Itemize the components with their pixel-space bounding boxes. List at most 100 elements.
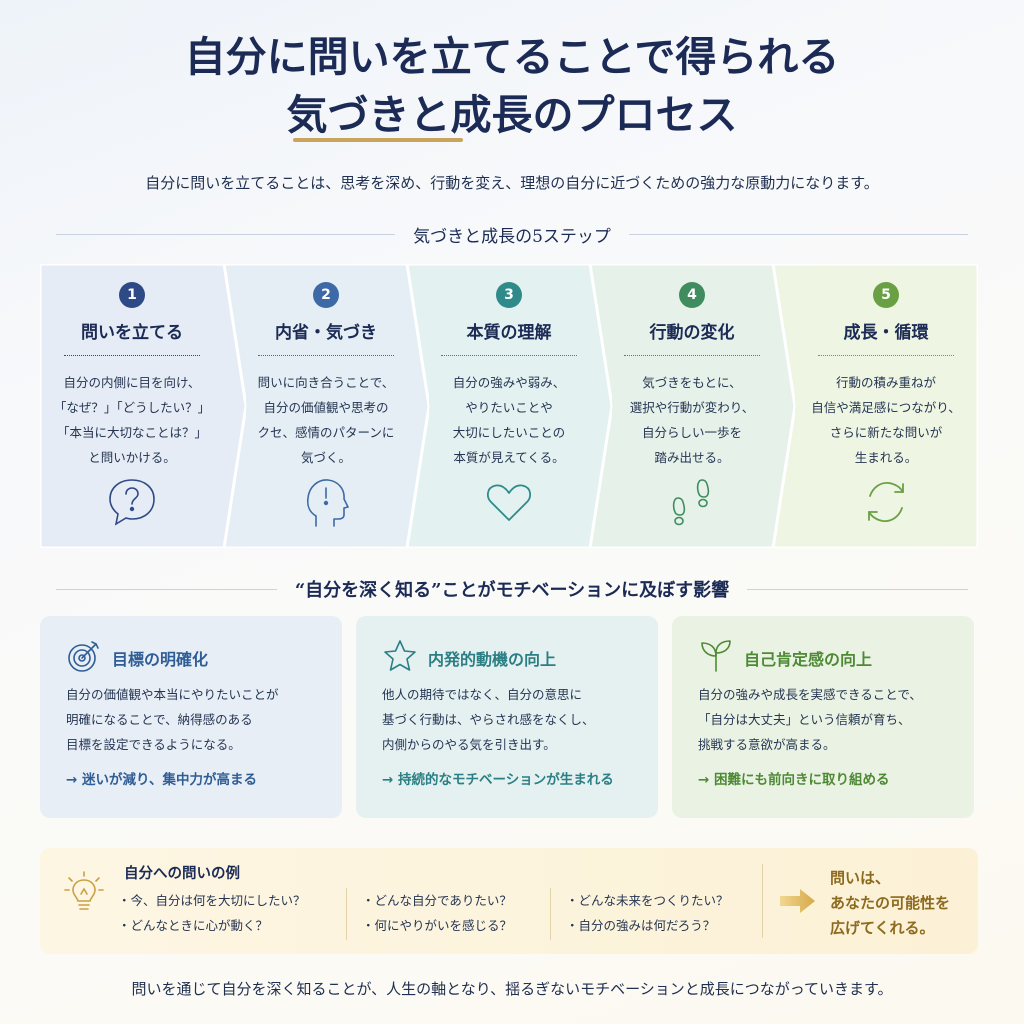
subtitle: 自分に問いを立てることは、思考を深め、行動を変え、理想の自分に近づくための強力な… xyxy=(145,174,879,192)
step-description-line: 自分の価値観や思考の xyxy=(263,400,389,415)
step-description: 自分の強みや弱み、やりたいことや大切にしたいことの本質が見えてくる。 xyxy=(428,370,590,470)
step-title: 成長・循環 xyxy=(843,323,929,343)
impact-card-title: 目標の明確化 xyxy=(112,650,209,669)
step-description-line: 「本当に大切なことは？」 xyxy=(56,425,207,440)
impact-description-line: 他人の期待ではなく、自分の意思に xyxy=(382,687,583,702)
steps-flow: 1 問いを立てる 自分の内側に目を向け、「なぜ？」「どうしたい？」「本当に大切な… xyxy=(40,264,978,548)
step-description: 気づきをもとに、選択や行動が変わり、自分らしい一歩を踏み出せる。 xyxy=(611,370,773,470)
examples-conclusion: 問いは、 あなたの可能性を 広げてくれる。 xyxy=(830,866,950,941)
step-description-line: 気づく。 xyxy=(300,450,351,465)
question-item: ・どんなときに心が動く？ xyxy=(118,918,269,933)
title-highlight: 気づき xyxy=(286,86,463,144)
impact-description-line: 明確になることで、納得感のある xyxy=(66,712,253,727)
impact-description-line: 「自分は大丈夫」という信頼が育ち、 xyxy=(698,712,911,727)
step-description-line: さらに新たな問いが xyxy=(829,425,943,440)
impact-description-line: 基づく行動は、やらされ感をなくし、 xyxy=(382,712,595,727)
steps-heading-text: 気づきと成長の5ステップ xyxy=(413,227,611,247)
question-item: ・どんな自分でありたい？ xyxy=(362,893,512,908)
step-title: 本質の理解 xyxy=(466,323,552,343)
impact-card-result: → 困難にも前向きに取り組める xyxy=(698,772,890,788)
step-4: 4 行動の変化 気づきをもとに、選択や行動が変わり、自分らしい一歩を踏み出せる。 xyxy=(589,264,795,548)
step-number-badge: 5 xyxy=(873,282,899,308)
step-chevron-shape xyxy=(40,264,246,548)
target-icon xyxy=(66,638,102,678)
step-divider xyxy=(64,355,200,356)
divider xyxy=(762,864,763,938)
steps-section-heading: 気づきと成長の5ステップ xyxy=(56,222,969,247)
lightbulb-icon xyxy=(64,870,104,920)
impact-card-2: 内発的動機の向上 他人の期待ではなく、自分の意思に基づく行動は、やらされ感をなく… xyxy=(356,616,658,818)
step-description-line: 本質が見えてくる。 xyxy=(453,450,565,465)
step-2: 2 内省・気づき 問いに向き合うことで、自分の価値観や思考のクセ、感情のパターン… xyxy=(223,264,429,548)
step-description-line: 行動の積み重ねが xyxy=(835,375,936,390)
impact-card-title: 内発的動機の向上 xyxy=(428,650,557,669)
step-description-line: 大切にしたいことの xyxy=(452,425,566,440)
right-arrow-icon xyxy=(780,888,816,918)
step-description-line: 自分の内側に目を向け、 xyxy=(63,375,201,390)
step-description-line: 気づきをもとに、 xyxy=(642,375,742,390)
heart-icon xyxy=(428,474,590,530)
impact-description-line: 挑戦する意欲が高まる。 xyxy=(698,737,836,752)
divider xyxy=(56,234,396,235)
step-description-line: と問いかける。 xyxy=(88,450,176,465)
title-line-1: 自分に問いを立てることで得られる xyxy=(184,33,840,81)
step-description: 自分の内側に目を向け、「なぜ？」「どうしたい？」「本当に大切なことは？」と問いか… xyxy=(40,370,224,470)
impact-description-line: 自分の強みや成長を実感できることで、 xyxy=(698,687,922,702)
step-description-line: やりたいことや xyxy=(465,400,553,415)
impact-description-line: 内側からのやる気を引き出す。 xyxy=(382,737,556,752)
footprints-icon xyxy=(611,474,773,530)
step-number-badge: 4 xyxy=(679,282,705,308)
step-title: 行動の変化 xyxy=(649,323,735,343)
conclusion-line: 広げてくれる。 xyxy=(830,919,935,937)
impact-card-3: 自己肯定感の向上 自分の強みや成長を実感できることで、「自分は大丈夫」という信頼… xyxy=(672,616,974,818)
impact-card-1: 目標の明確化 自分の価値観や本当にやりたいことが明確になることで、納得感のある目… xyxy=(40,616,342,818)
question-column-1: ・今、自分は何を大切にしたい？ ・どんなときに心が動く？ xyxy=(118,888,306,938)
impact-card-title: 自己肯定感の向上 xyxy=(744,650,873,669)
impact-heading-text: “自分を深く知る”ことがモチベーションに及ぼす影響 xyxy=(294,580,730,601)
step-description-line: クセ、感情のパターンに xyxy=(257,425,395,440)
divider xyxy=(550,888,551,940)
step-number-badge: 3 xyxy=(496,282,522,308)
title-underline xyxy=(292,138,463,142)
question-item: ・今、自分は何を大切にしたい？ xyxy=(118,893,306,908)
impact-card-description: 他人の期待ではなく、自分の意思に基づく行動は、やらされ感をなくし、内側からのやる… xyxy=(382,682,644,757)
step-description-line: 踏み出せる。 xyxy=(654,450,730,465)
step-description: 問いに向き合うことで、自分の価値観や思考のクセ、感情のパターンに気づく。 xyxy=(245,370,407,470)
question-examples-panel: 自分への問いの例 ・今、自分は何を大切にしたい？ ・どんなときに心が動く？ ・どんな… xyxy=(40,848,978,954)
step-divider xyxy=(624,355,760,356)
step-description: 行動の積み重ねが自信や満足感につながり、さらに新たな問いが生まれる。 xyxy=(794,370,978,470)
impact-description-line: 自分の価値観や本当にやりたいことが xyxy=(66,687,279,702)
divider xyxy=(346,888,347,940)
question-column-3: ・どんな未来をつくりたい？・自分の強みは何だろう？ xyxy=(566,888,729,938)
step-description-line: 自分の強みや弱み、 xyxy=(452,375,566,390)
step-title: 内省・気づき xyxy=(275,323,377,343)
step-1: 1 問いを立てる 自分の内側に目を向け、「なぜ？」「どうしたい？」「本当に大切な… xyxy=(40,264,246,548)
question-item: ・何にやりがいを感じる？ xyxy=(362,918,513,933)
step-description-line: 「なぜ？」「どうしたい？」 xyxy=(53,400,211,415)
question-item: ・自分の強みは何だろう？ xyxy=(566,918,716,933)
impact-section-heading: “自分を深く知る”ことがモチベーションに及ぼす影響 xyxy=(56,576,969,602)
question-column-2: ・どんな自分でありたい？ ・何にやりがいを感じる？ xyxy=(362,888,512,938)
examples-title: 自分への問いの例 xyxy=(124,866,240,882)
star-icon xyxy=(382,638,418,678)
divider xyxy=(56,588,277,590)
step-number-badge: 1 xyxy=(119,282,145,308)
page-title: 自分に問いを立てることで得られる 気づき と成長のプロセス xyxy=(0,28,1024,144)
speech-bubble-question-icon xyxy=(40,474,224,530)
step-description-line: 問いに向き合うことで、 xyxy=(257,375,395,390)
title-line-2: 気づき と成長のプロセス xyxy=(0,86,1024,144)
step-5: 5 成長・循環 行動の積み重ねが自信や満足感につながり、さらに新たな問いが生まれ… xyxy=(772,264,978,548)
step-3: 3 本質の理解 自分の強みや弱み、やりたいことや大切にしたいことの本質が見えてく… xyxy=(406,264,612,548)
title-highlight-text: 気づき xyxy=(286,91,410,139)
divider xyxy=(628,234,969,235)
impact-card-result: → 迷いが減り、集中力が高まる xyxy=(66,772,257,788)
impact-card-description: 自分の強みや成長を実感できることで、「自分は大丈夫」という信頼が育ち、挑戦する意… xyxy=(698,682,960,757)
step-description-line: 選択や行動が変わり、 xyxy=(629,400,755,415)
conclusion-line: あなたの可能性を xyxy=(830,894,951,912)
step-divider xyxy=(441,355,577,356)
step-divider xyxy=(258,355,394,356)
step-number-badge: 2 xyxy=(313,282,339,308)
step-description-line: 自分らしい一歩を xyxy=(641,425,742,440)
conclusion-line: 問いは、 xyxy=(830,869,891,887)
impact-card-description: 自分の価値観や本当にやりたいことが明確になることで、納得感のある目標を設定できる… xyxy=(66,682,328,757)
